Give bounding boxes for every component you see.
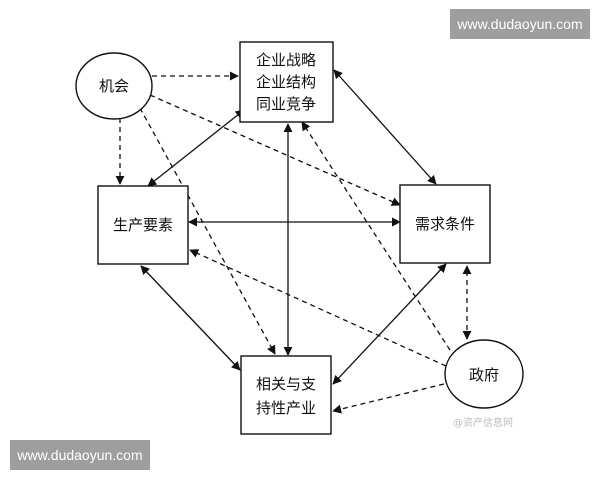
watermark-top: www.dudaoyun.com	[450, 9, 590, 39]
node-factor-shape	[97, 185, 189, 265]
node-related-line-1: 相关与支	[256, 375, 316, 393]
edges	[115, 69, 472, 414]
node-strategy-line-1: 企业战略	[256, 51, 316, 69]
node-demand-label: 需求条件	[415, 215, 475, 233]
node-government-label: 政府	[469, 366, 499, 384]
edge-strategy-factor	[147, 109, 245, 187]
watermark-bottom: www.dudaoyun.com	[10, 440, 150, 470]
node-strategy-line-2: 企业结构	[256, 73, 316, 91]
nodes: 机会 企业战略 企业结构 同业竞争 生产要素 需求条件 相关与支 持性产业 政府	[75, 41, 524, 435]
edge-demand-related	[332, 263, 447, 385]
edge-government-factor	[189, 249, 447, 367]
edge-chance-related	[139, 107, 276, 355]
edge-factor-related	[140, 265, 241, 371]
node-chance-shape	[75, 52, 153, 120]
source-credit: @资产信息网	[453, 418, 513, 429]
edge-strategy-demand	[333, 69, 437, 185]
node-strategy-shape	[239, 41, 334, 123]
edge-government-related	[332, 383, 445, 414]
node-demand-shape	[399, 184, 491, 264]
node-chance-label: 机会	[99, 77, 129, 95]
edge-government-strategy	[301, 121, 451, 351]
node-government-shape	[444, 339, 524, 409]
node-factor-label: 生产要素	[113, 216, 173, 234]
node-strategy-line-3: 同业竞争	[256, 95, 316, 113]
node-related-line-2: 持性产业	[256, 399, 316, 417]
node-related-shape	[240, 355, 332, 435]
edge-chance-demand	[149, 94, 401, 206]
